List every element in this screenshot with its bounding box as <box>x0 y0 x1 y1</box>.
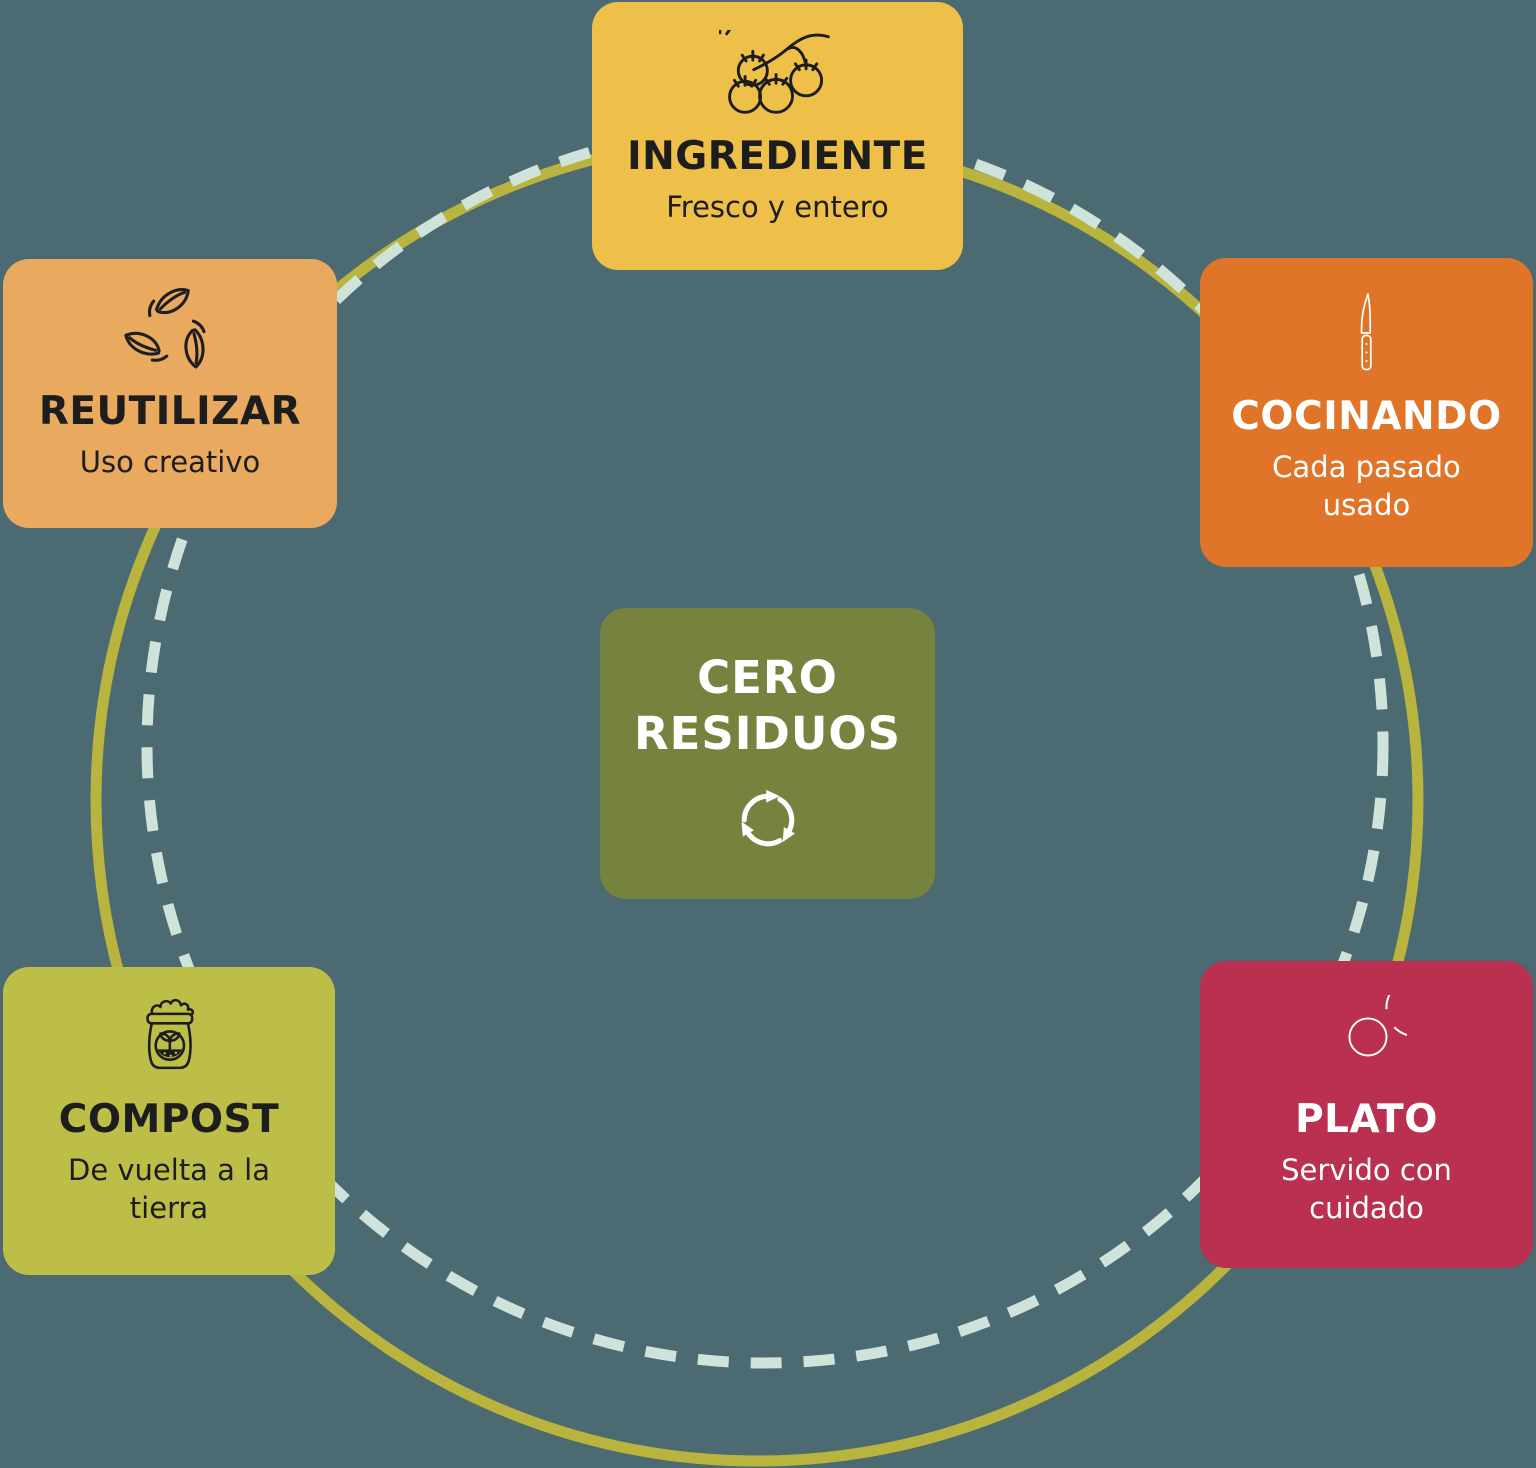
node-ingrediente: INGREDIENTE Fresco y entero <box>592 2 963 270</box>
recycle-leaves-icon <box>122 283 218 379</box>
node-subtitle: Fresco y entero <box>666 189 889 224</box>
node-subtitle: De vuelta a la tierra <box>67 1152 270 1226</box>
center-title-line2: RESIDUOS <box>633 706 902 760</box>
center-node: CERO RESIDUOS <box>600 608 935 899</box>
node-title: COMPOST <box>58 1097 280 1142</box>
node-reutilizar: REUTILIZAR Uso creativo <box>3 259 337 528</box>
node-subtitle: Uso creativo <box>79 444 261 479</box>
plate-icon <box>1327 995 1407 1075</box>
compost-bag-icon <box>126 995 212 1079</box>
node-title: PLATO <box>1295 1097 1438 1142</box>
node-title: REUTILIZAR <box>38 389 302 434</box>
node-title: INGREDIENTE <box>627 134 928 179</box>
tomatoes-icon <box>718 28 837 122</box>
knife-icon <box>1354 290 1380 374</box>
node-subtitle: Cada pasado usado <box>1272 449 1461 523</box>
recycle-icon <box>724 778 812 864</box>
node-compost: COMPOST De vuelta a la tierra <box>3 967 335 1275</box>
node-cocinando: COCINANDO Cada pasado usado <box>1200 258 1533 567</box>
node-plato: PLATO Servido con cuidado <box>1200 961 1533 1268</box>
dashed-ring-circle <box>141 121 1389 1369</box>
center-title: CERO RESIDUOS <box>634 650 901 762</box>
node-title: COCINANDO <box>1231 394 1502 439</box>
center-title-line1: CERO <box>697 651 838 704</box>
node-subtitle: Servido con cuidado <box>1281 1152 1452 1226</box>
